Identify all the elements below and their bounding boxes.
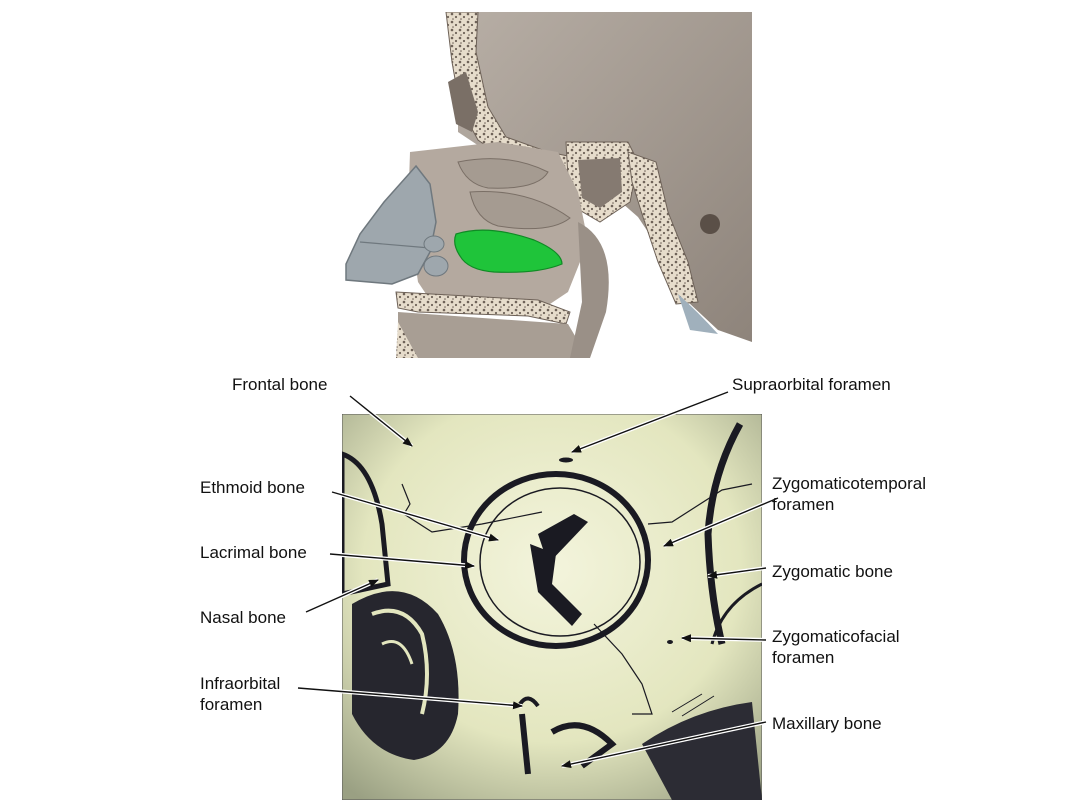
label-infraorbital-foramen: Infraorbital foramen (200, 674, 281, 714)
middle-concha (469, 191, 571, 230)
orbital-fissures (530, 544, 582, 626)
nose-nostril-shape (352, 591, 459, 760)
label-frontal-bone: Frontal bone (232, 375, 328, 394)
zygomaticofacial-foramen-mark (667, 640, 673, 644)
hard-palate-section (395, 291, 571, 325)
frontal-sinus (448, 72, 478, 132)
label-zygomaticofacial-foramen: Zygomaticofacial foramen (772, 627, 900, 667)
label-maxillary-bone: Maxillary bone (772, 714, 882, 733)
label-zygomaticotemporal-foramen: Zygomaticotemporal foramen (772, 474, 927, 514)
label-nasal-bone: Nasal bone (200, 608, 287, 627)
label-lacrimal-bone: Lacrimal bone (200, 543, 307, 562)
nasal-cartilage (345, 164, 437, 285)
orbit-sketch-illustration (342, 414, 762, 800)
sphenoid-sinus (578, 158, 622, 208)
supraorbital-foramen-mark (559, 457, 573, 463)
label-ethmoid-bone: Ethmoid bone (200, 478, 305, 497)
highlighted-inferior-concha (454, 229, 563, 273)
label-zygomatic-bone: Zygomatic bone (772, 562, 893, 581)
label-supraorbital-foramen: Supraorbital foramen (732, 375, 891, 394)
skull-sagittal-illustration (338, 12, 752, 358)
superior-concha (457, 158, 549, 189)
